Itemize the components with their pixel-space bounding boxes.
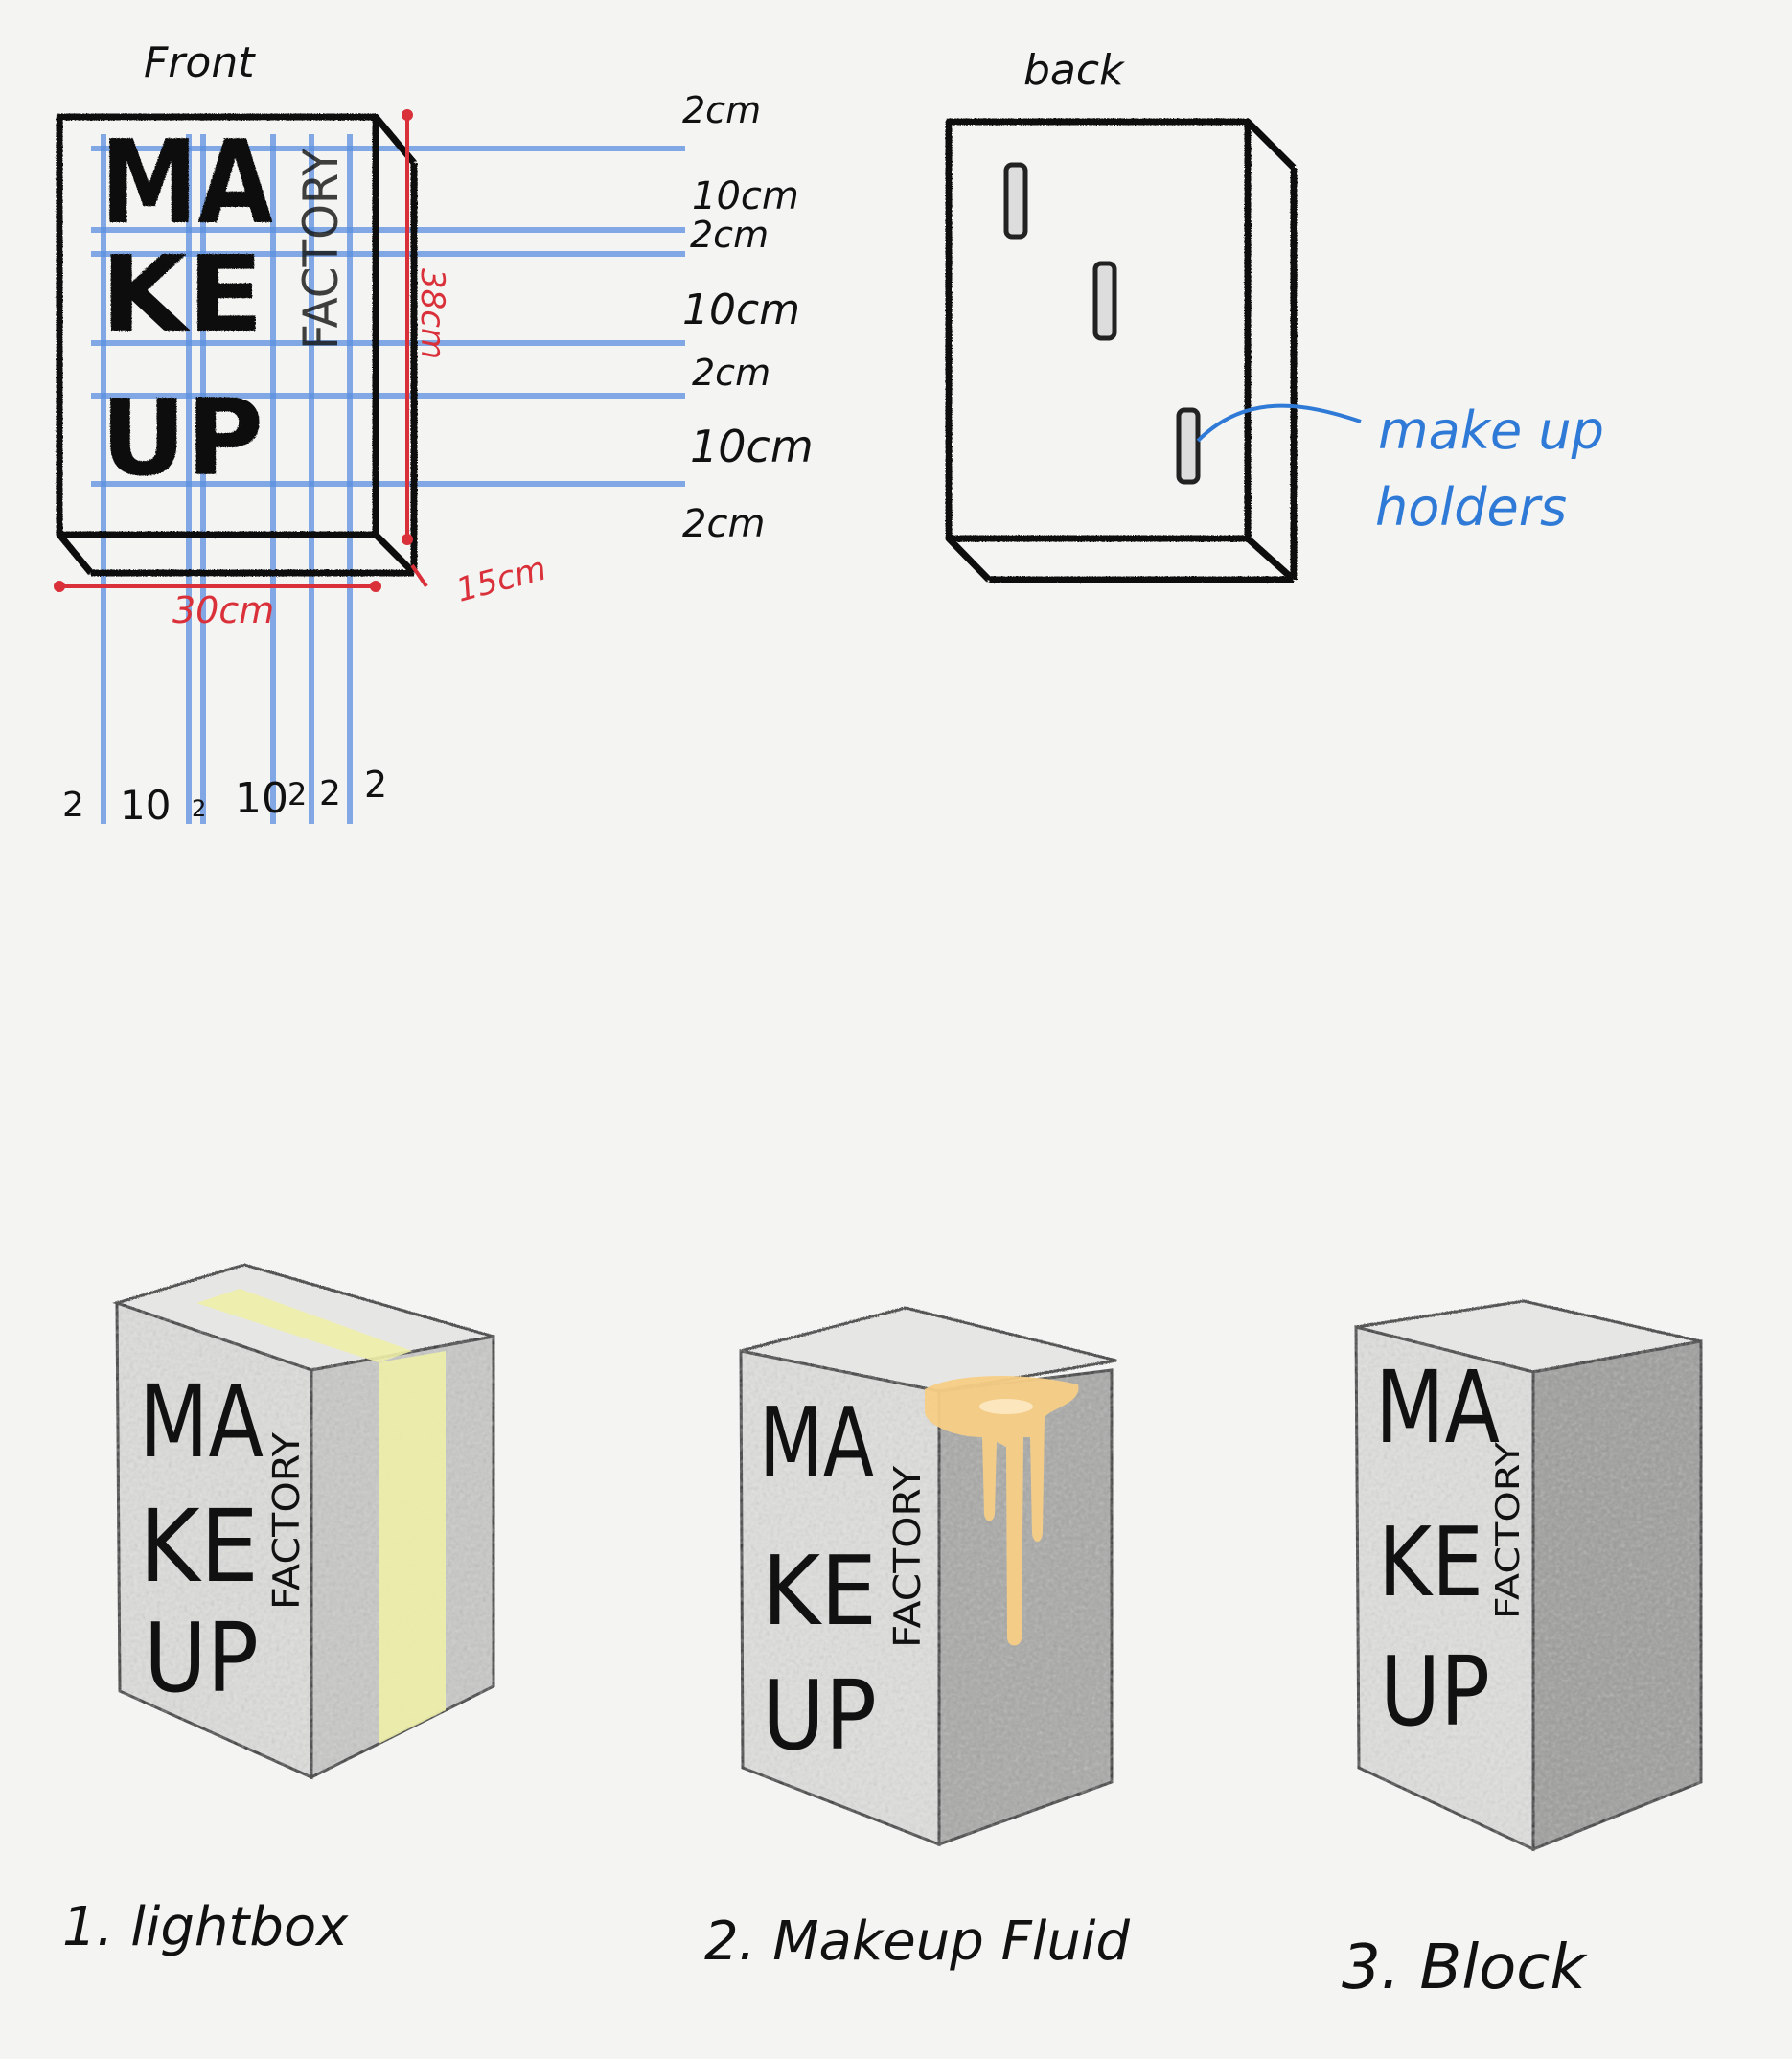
block-caption: 3. Block	[1342, 1933, 1588, 2003]
lightbox-yellow-strip-top	[196, 1289, 412, 1362]
width-dimension-label: 30cm	[172, 589, 274, 631]
holder-slot-3	[1176, 407, 1201, 485]
annotation-line-1: make up	[1378, 400, 1604, 461]
concept-block: MA KE UP FACTORY 3. Block	[1342, 1299, 1703, 2003]
block-letters-row-2: KE	[1378, 1506, 1483, 1618]
column-label-6: 2	[319, 774, 341, 813]
fluid-side-face	[937, 1368, 1114, 1847]
front-letters-row-2: KE	[101, 233, 264, 355]
block-side-face	[1531, 1339, 1703, 1852]
column-label-5: 2	[287, 776, 307, 812]
row-label-4: 10cm	[682, 286, 800, 334]
holder-slot-2	[1092, 261, 1117, 341]
height-dimension-label: 38cm	[413, 268, 451, 359]
block-letters-row-1: MA	[1375, 1349, 1500, 1466]
front-box-outline	[56, 113, 418, 577]
vertical-guides	[101, 134, 353, 824]
annotation-line-2: holders	[1375, 477, 1567, 538]
block-side-word: FACTORY	[1489, 1442, 1528, 1619]
lightbox-letters-row-2: KE	[139, 1488, 259, 1605]
fluid-letters-row-3: UP	[762, 1659, 877, 1772]
row-label-2: 10cm	[692, 174, 799, 218]
lightbox-letters-row-1: MA	[139, 1363, 264, 1480]
fluid-side-word: FACTORY	[886, 1465, 929, 1648]
fluid-drip	[925, 1375, 1079, 1646]
lightbox-yellow-strip-side	[379, 1351, 446, 1744]
front-letters-row-1: MA	[101, 117, 273, 250]
fluid-caption: 2. Makeup Fluid	[704, 1910, 1130, 1973]
row-labels: 2cm 10cm 2cm 10cm 2cm 10cm 2cm	[682, 89, 814, 546]
lightbox-letters-row-3: UP	[144, 1602, 259, 1714]
lightbox-side-word: FACTORY	[265, 1431, 308, 1610]
row-label-5: 2cm	[692, 352, 770, 394]
back-label: back	[1023, 46, 1125, 95]
lightbox-caption: 1. lightbox	[62, 1896, 349, 1958]
row-label-7: 2cm	[682, 502, 765, 546]
concept-makeup-fluid: MA KE UP FACTORY 2. Makeup Fluid	[704, 1306, 1130, 1973]
fluid-highlight	[979, 1399, 1033, 1414]
back-diagram: back make up holders	[945, 46, 1604, 583]
block-letters-row-3: UP	[1380, 1636, 1490, 1748]
column-labels: 2 10 2 10 2 2 2	[62, 764, 387, 829]
column-label-2: 10	[120, 782, 171, 829]
row-label-6: 10cm	[690, 421, 814, 472]
concept-lightbox: MA KE UP FACTORY 1. lightbox	[62, 1263, 495, 1958]
row-label-1: 2cm	[682, 89, 761, 131]
fluid-letters-row-2: KE	[762, 1535, 877, 1647]
column-label-7: 2	[364, 764, 387, 806]
column-label-4: 10	[235, 774, 288, 823]
column-label-3: 2	[192, 795, 206, 822]
depth-dimension-label: 15cm	[452, 549, 550, 609]
holder-slot-1	[1003, 162, 1028, 240]
fluid-letters-row-1: MA	[759, 1386, 874, 1498]
front-label: Front	[144, 38, 256, 87]
column-label-1: 2	[62, 786, 84, 825]
row-label-3: 2cm	[690, 214, 769, 256]
front-side-word: FACTORY	[293, 149, 349, 350]
front-letters-row-3: UP	[101, 377, 264, 499]
makeup-holder-slots	[1003, 162, 1201, 485]
back-box-outline	[945, 118, 1298, 583]
red-dimension-lines	[54, 109, 428, 592]
front-diagram: Front MA KE	[54, 38, 814, 829]
annotation-leader-line	[1196, 403, 1362, 443]
